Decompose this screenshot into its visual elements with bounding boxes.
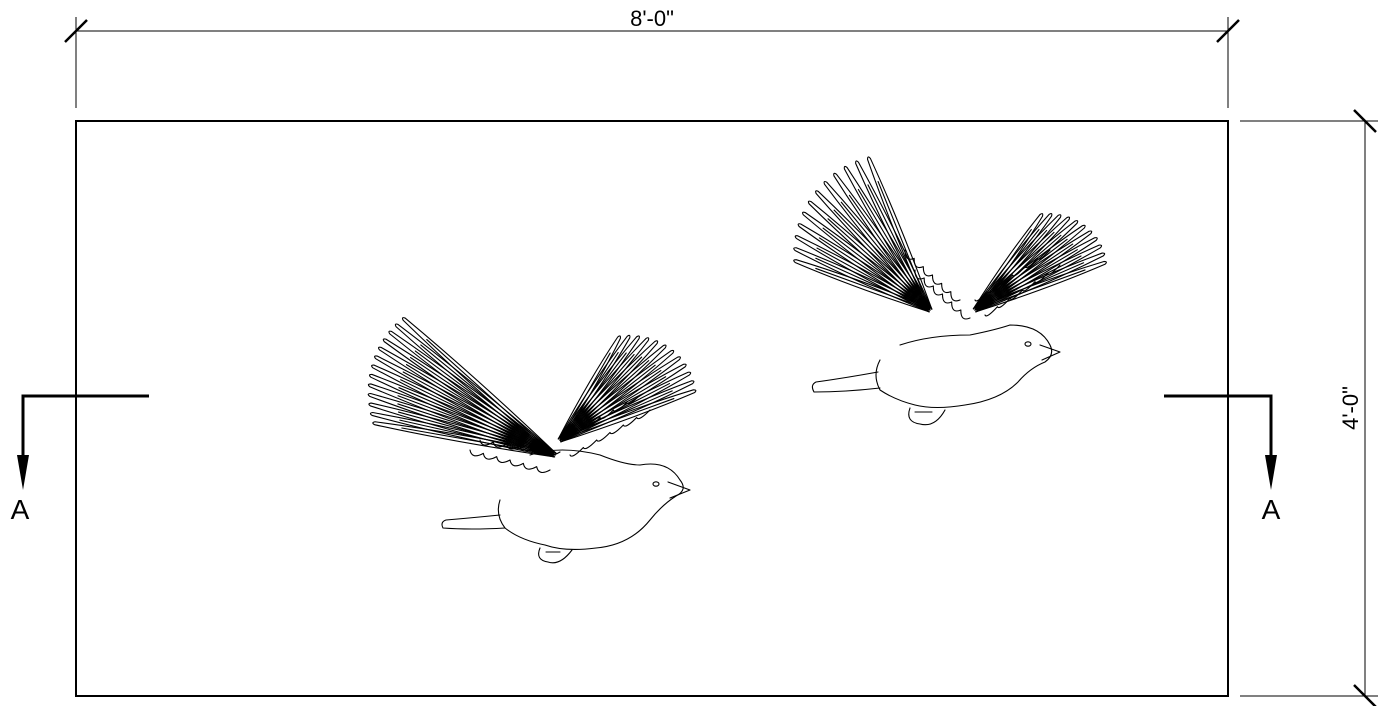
bird-wing-1-feather — [973, 244, 1103, 313]
bird-wing-0-feather-shaft — [857, 188, 931, 311]
section-marker-left: A — [11, 394, 149, 525]
bird-wing-0-feather-shaft — [822, 227, 931, 311]
bird-tail — [811, 371, 881, 393]
bird-wing-1-feather-shaft — [559, 398, 675, 441]
bird-wing-1-feather — [558, 344, 667, 443]
bird-tail — [441, 514, 506, 530]
bird-feet — [908, 407, 946, 426]
bird-wing-1-feather — [558, 340, 659, 442]
bird-wing-0-feather — [377, 346, 557, 458]
bird-wing-0-feather — [388, 330, 557, 458]
height-dimension-label: 4'-0" — [1338, 386, 1363, 430]
bird-wing-0-feather-shaft — [840, 201, 931, 311]
bird-wing-1-feather — [558, 389, 697, 443]
bird-wing-0-feather — [368, 402, 557, 458]
bird-wing-0-feather — [807, 200, 932, 313]
bird-wing-0-feather-shaft — [833, 209, 931, 311]
bird-right-illustration — [793, 156, 1107, 426]
bird-beak — [1039, 344, 1061, 361]
bird-wing-0-feather — [815, 190, 932, 312]
bird-wing-0-feather-shaft — [420, 344, 556, 456]
bird-wing-0-feather — [797, 223, 932, 313]
section-label-left: A — [11, 494, 30, 525]
bird-wing-1-feather — [558, 380, 695, 443]
bird-left-illustration — [367, 317, 697, 564]
bird-wing-0-feather — [867, 156, 933, 312]
width-tick-right — [1216, 19, 1240, 43]
bird-wing-1-feather — [557, 337, 650, 442]
bird-wing-0-feather-shaft — [426, 338, 556, 456]
bird-wing-0-feather — [794, 235, 932, 313]
bird-wing-0-feather-shaft — [816, 247, 931, 311]
section-arrow-left — [17, 455, 29, 490]
bird-wing-coverts — [914, 269, 971, 320]
bird-body-outline — [497, 449, 684, 551]
bird-wing-1-feather — [973, 237, 1098, 313]
bird-wing-coverts — [559, 394, 641, 442]
bird-wing-0-feather-shaft — [848, 194, 931, 311]
bird-wing-0-feather — [367, 383, 557, 458]
bird-wing-1-feather — [558, 356, 681, 443]
panel-outline — [75, 120, 1229, 697]
bird-eye — [1024, 341, 1032, 347]
bird-wing-1-feather — [558, 349, 675, 443]
height-dimension: 4'-0" — [1240, 109, 1378, 706]
bird-wing-0-feather — [823, 180, 933, 312]
bird-feet — [538, 547, 573, 564]
width-dimension-label: 8'-0" — [630, 6, 674, 31]
bird-wing-coverts — [469, 449, 551, 474]
bird-wing-1-feather — [558, 363, 687, 443]
bird-body-outline — [875, 324, 1053, 409]
bird-wing-0-feather — [833, 172, 933, 312]
bird-wing-0-feather — [855, 160, 933, 312]
bird-wing-0-feather — [371, 364, 557, 458]
section-arrow-right — [1265, 455, 1277, 490]
bird-wing-coverts — [974, 249, 1051, 302]
bird-wing-0-feather — [369, 411, 556, 458]
width-tick-left — [64, 19, 88, 43]
bird-wing-0-feather-shaft — [818, 237, 931, 311]
bird-wing-coverts — [479, 439, 561, 456]
section-cut-line-left — [21, 394, 149, 460]
bird-wing-0-feather — [394, 323, 557, 458]
bird-wing-0-feather — [367, 392, 557, 458]
bird-wing-coverts — [569, 409, 651, 457]
bird-eye — [652, 481, 660, 487]
height-tick-top — [1353, 109, 1377, 133]
section-label-right: A — [1262, 494, 1281, 525]
bird-wing-0-feather — [793, 259, 932, 313]
bird-wing-0-feather — [368, 373, 557, 458]
bird-wing-0-feather — [802, 211, 932, 313]
bird-wing-coverts — [904, 249, 961, 302]
width-dimension: 8'-0" — [64, 6, 1240, 108]
bird-wing-0-feather — [843, 165, 933, 312]
section-marker-right: A — [1164, 394, 1281, 525]
bird-beak — [667, 481, 691, 499]
bird-wing-0-feather — [374, 355, 557, 458]
bird-wing-0-feather-shaft — [867, 184, 931, 311]
bird-wing-1-feather — [973, 252, 1106, 313]
bird-wing-1-feather-shaft — [974, 269, 1086, 311]
bird-wing-1-feather — [973, 230, 1093, 313]
bird-wing-0-feather — [382, 338, 557, 458]
bird-wing-0-feather-shaft — [877, 180, 931, 311]
bird-wing-0-feather-shaft — [827, 218, 931, 311]
bird-wing-coverts — [984, 264, 1061, 317]
height-tick-bottom — [1353, 684, 1377, 706]
section-cut-line-right — [1164, 394, 1273, 460]
bird-wing-0-feather — [401, 317, 557, 458]
bird-wing-1-feather — [558, 371, 692, 443]
bird-wing-0-feather — [793, 247, 932, 313]
bird-wing-1-feather — [973, 260, 1107, 313]
